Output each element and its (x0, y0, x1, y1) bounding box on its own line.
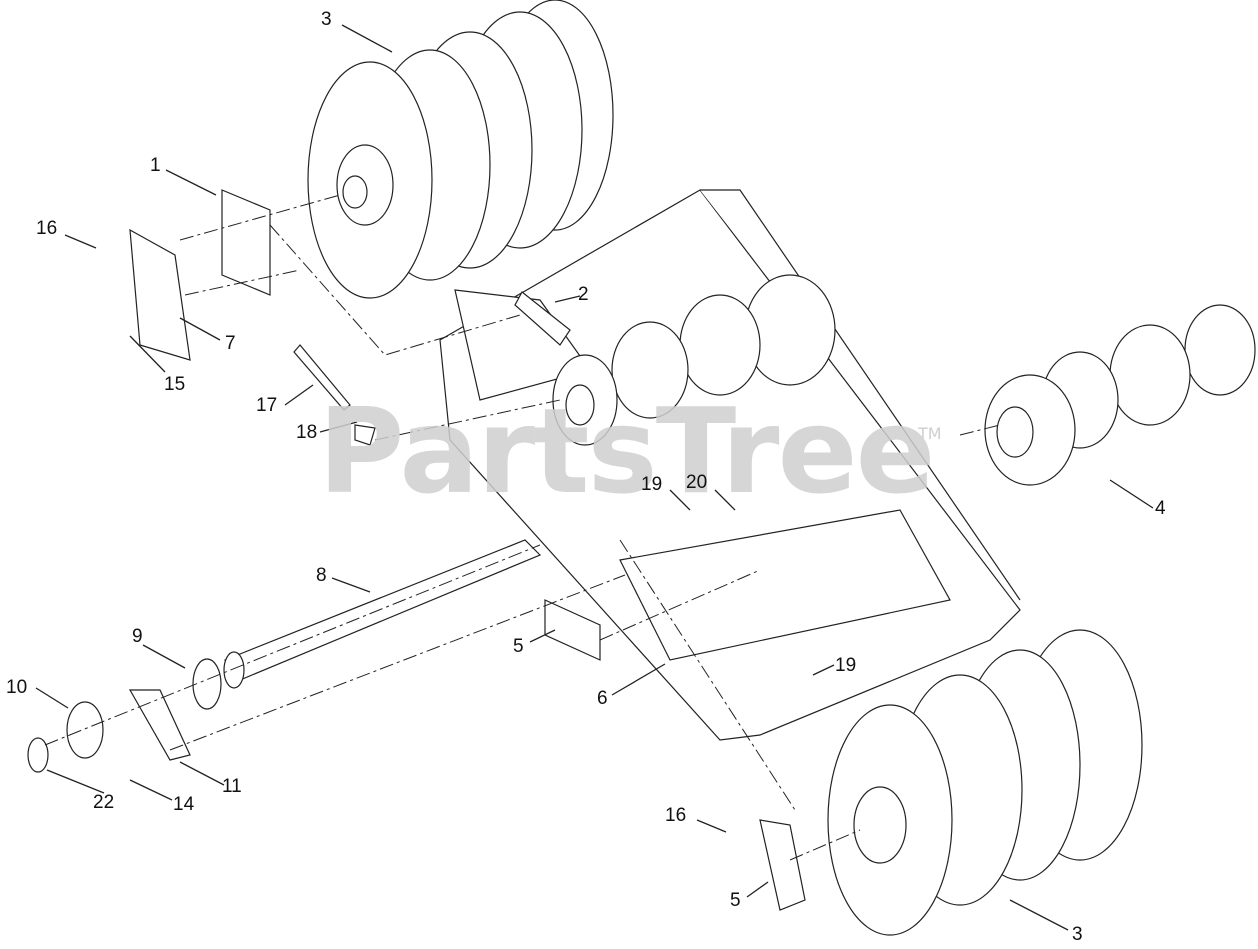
washer-bearing-set (27, 658, 222, 773)
callout-3-bottom: 3 (1072, 924, 1083, 945)
wheel-assembly-top (307, 0, 614, 299)
roller-assembly-middle (552, 274, 836, 446)
callout-14: 14 (173, 794, 195, 815)
pivot-shaft (223, 539, 542, 689)
callout-2: 2 (578, 284, 589, 305)
callout-4: 4 (1155, 498, 1166, 519)
link-plates (128, 291, 806, 911)
callout-6: 6 (597, 688, 608, 709)
wheel-assembly-bottom (827, 629, 1143, 936)
callout-16-top: 16 (36, 218, 58, 239)
slide-block (619, 509, 951, 661)
callout-17: 17 (256, 395, 278, 416)
callout-10: 10 (6, 677, 28, 698)
callout-1: 1 (150, 155, 161, 176)
callout-11: 11 (222, 776, 242, 797)
callout-19-upper: 19 (641, 474, 663, 495)
watermark-logo: PartsTree (318, 382, 936, 520)
callout-5-bottom: 5 (730, 890, 741, 911)
roller-assembly-right (984, 304, 1256, 486)
mount-plate (129, 189, 271, 361)
callout-18: 18 (296, 422, 318, 443)
callout-3-top: 3 (321, 9, 332, 30)
callout-16-bottom: 16 (665, 805, 687, 826)
callout-8: 8 (316, 565, 327, 586)
callout-7: 7 (225, 333, 236, 354)
callout-9: 9 (132, 626, 143, 647)
callout-5-middle: 5 (513, 636, 524, 657)
bolt-nut (293, 344, 376, 446)
callout-22: 22 (93, 792, 115, 813)
callout-20: 20 (686, 472, 708, 493)
callout-15: 15 (164, 374, 186, 395)
watermark-trademark: TM (918, 424, 942, 443)
callout-19-lower: 19 (835, 655, 857, 676)
